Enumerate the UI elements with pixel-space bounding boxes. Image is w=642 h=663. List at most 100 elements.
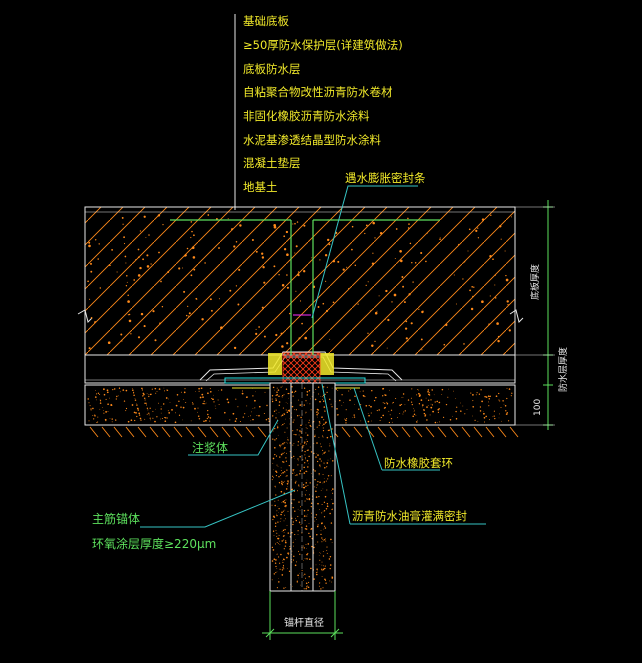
aggregate-dot	[455, 398, 457, 399]
aggregate-dot	[405, 337, 408, 340]
layer-label-protect: ≥50厚防水保护层(详建筑做法)	[243, 38, 403, 52]
aggregate-dot	[327, 478, 329, 480]
aggregate-dot	[328, 558, 331, 560]
aggregate-dot	[321, 398, 323, 400]
grout-aggregate	[271, 385, 334, 590]
ground-hatch-tick	[509, 426, 519, 438]
aggregate-dot	[280, 474, 282, 476]
aggregate-dot	[310, 451, 313, 453]
aggregate-dot	[305, 588, 307, 590]
aggregate-dot	[274, 439, 276, 441]
aggregate-dot	[154, 387, 157, 390]
aggregate-dot	[162, 224, 164, 226]
aggregate-dot	[489, 295, 491, 297]
aggregate-dot	[241, 390, 244, 392]
aggregate-dot	[284, 446, 286, 449]
aggregate-dot	[332, 492, 334, 494]
aggregate-dot	[426, 232, 428, 234]
aggregate-dot	[314, 544, 316, 545]
aggregate-dot	[410, 397, 412, 399]
aggregate-dot	[309, 535, 311, 538]
aggregate-dot	[237, 303, 240, 306]
aggregate-dot	[202, 396, 204, 398]
aggregate-dot	[96, 422, 98, 423]
aggregate-dot	[328, 450, 330, 452]
aggregate-dot	[310, 426, 312, 428]
aggregate-dot	[282, 567, 284, 569]
aggregate-dot	[191, 230, 193, 233]
aggregate-dot	[322, 538, 324, 540]
aggregate-dot	[160, 418, 161, 420]
aggregate-dot	[280, 490, 283, 493]
aggregate-dot	[483, 412, 485, 415]
aggregate-dot	[297, 399, 299, 401]
aggregate-dot	[252, 395, 254, 397]
aggregate-dot	[283, 587, 285, 589]
aggregate-dot	[146, 413, 148, 415]
aggregate-dot	[303, 588, 305, 590]
aggregate-dot	[282, 385, 283, 387]
aggregate-dot	[252, 418, 254, 421]
aggregate-dot	[255, 332, 258, 335]
aggregate-dot	[321, 570, 323, 572]
aggregate-dot	[387, 318, 390, 322]
aggregate-dot	[346, 417, 348, 420]
aggregate-dot	[319, 466, 321, 468]
aggregate-dot	[192, 403, 194, 405]
aggregate-dot	[97, 258, 99, 260]
aggregate-dot	[317, 454, 319, 456]
aggregate-dot	[505, 410, 507, 412]
aggregate-dot	[300, 584, 302, 586]
layer-label-membrane: 自粘聚合物改性沥青防水卷材	[243, 85, 393, 99]
aggregate-dot	[276, 535, 278, 537]
aggregate-dot	[119, 391, 121, 393]
aggregate-dot	[319, 259, 321, 261]
aggregate-dot	[434, 401, 436, 403]
aggregate-dot	[335, 388, 338, 390]
aggregate-dot	[186, 247, 189, 250]
layer-label-nonsolid: 非固化橡胶沥青防水涂料	[243, 109, 370, 123]
aggregate-dot	[277, 537, 280, 540]
aggregate-dot	[318, 421, 321, 423]
aggregate-dot	[311, 512, 312, 514]
callout-rubber-ring: 防水橡胶套环	[384, 456, 453, 470]
aggregate-dot	[127, 300, 130, 303]
aggregate-dot	[329, 445, 331, 447]
aggregate-dot	[125, 410, 127, 412]
aggregate-dot	[293, 419, 295, 421]
aggregate-dot	[331, 581, 333, 583]
aggregate-dot	[304, 577, 307, 579]
aggregate-dot	[506, 387, 508, 389]
aggregate-dot	[325, 421, 327, 424]
aggregate-dot	[198, 390, 200, 392]
aggregate-dot	[316, 570, 318, 572]
aggregate-dot	[296, 490, 299, 492]
aggregate-dot	[254, 407, 256, 409]
aggregate-dot	[283, 492, 286, 495]
aggregate-dot	[329, 398, 331, 400]
dim-cushion: 100	[533, 399, 543, 416]
aggregate-dot	[389, 414, 391, 416]
dim-slab-thickness: 底板厚度	[529, 264, 541, 300]
aggregate-dot	[311, 545, 313, 548]
aggregate-dot	[321, 564, 323, 566]
aggregate-dot	[278, 401, 281, 403]
aggregate-dot	[367, 420, 370, 423]
aggregate-dot	[413, 413, 416, 416]
aggregate-dot	[392, 401, 395, 403]
aggregate-dot	[284, 541, 287, 544]
aggregate-dot	[427, 399, 430, 401]
aggregate-dot	[229, 289, 232, 292]
aggregate-dot	[329, 443, 331, 445]
aggregate-dot	[292, 521, 294, 523]
aggregate-dot	[266, 404, 268, 407]
aggregate-dot	[494, 284, 496, 286]
aggregate-dot	[399, 412, 401, 414]
aggregate-dot	[314, 435, 316, 438]
aggregate-dot	[375, 396, 377, 399]
aggregate-dot	[497, 339, 500, 343]
aggregate-dot	[226, 398, 229, 401]
aggregate-dot	[281, 284, 285, 287]
aggregate-dot	[278, 556, 280, 558]
aggregate-dot	[484, 395, 486, 398]
